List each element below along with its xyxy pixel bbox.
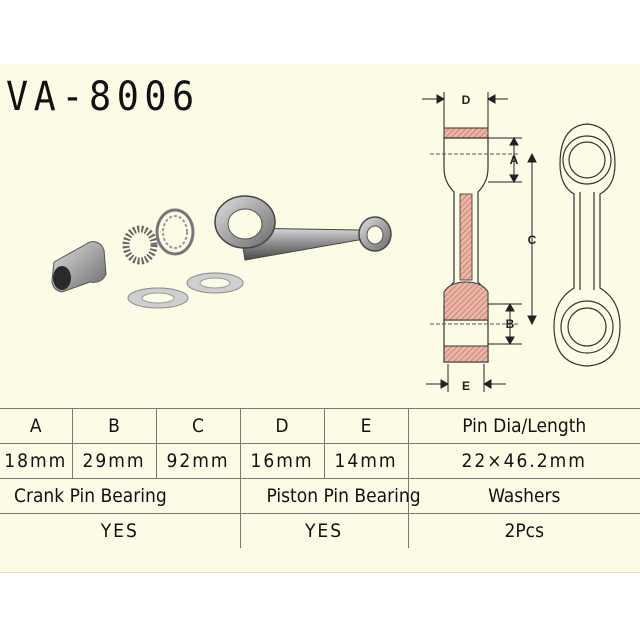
model-title: VA-8006: [6, 74, 200, 120]
cage-bearing: [155, 208, 195, 256]
value-pin: 22×46.2mm: [408, 443, 640, 479]
crank-pin: [51, 241, 107, 293]
label-e: E: [462, 379, 470, 393]
header-a: A: [0, 408, 73, 444]
header-piston-pin-bearing: Piston Pin Bearing: [240, 478, 421, 514]
value-piston-pin-bearing: YES: [240, 513, 409, 548]
dimension-e-arrows: [426, 364, 506, 392]
value-washers: 2Pcs: [504, 520, 544, 542]
dimension-header-row: A B C D E Pin Dia/Length: [0, 408, 640, 444]
bottom-divider: [0, 572, 640, 573]
rod-side-view: [430, 127, 520, 363]
rod-front-view: [553, 123, 621, 367]
dimension-b-arrows: [488, 302, 522, 346]
connecting-rod: [214, 195, 392, 261]
header-c: C: [156, 408, 241, 444]
header-d: D: [240, 408, 325, 444]
value-b: 29mm: [72, 443, 157, 479]
value-e: 14mm: [324, 443, 409, 479]
dimension-value-row: 18mm 29mm 92mm 16mm 14mm 22×46.2mm: [0, 443, 640, 479]
label-c: C: [528, 233, 537, 247]
value-crank-pin-bearing: YES: [0, 513, 241, 548]
needle-bearing: [122, 225, 158, 265]
washer-right: [186, 272, 244, 294]
value-d: 16mm: [240, 443, 325, 479]
label-d: D: [462, 93, 471, 107]
parts-value-row: YES YES 2Pcs: [0, 513, 640, 548]
dimension-diagram: D A B C: [422, 92, 621, 393]
dimension-d-arrows: [422, 92, 508, 132]
label-b: B: [506, 317, 515, 331]
header-pin: Pin Dia/Length: [408, 408, 640, 444]
dimension-a-arrows: [488, 136, 522, 184]
header-e: E: [324, 408, 409, 444]
value-c: 92mm: [156, 443, 241, 479]
header-washers: Washers: [408, 478, 640, 514]
product-photo: [51, 195, 392, 309]
dimension-c-arrows: [527, 152, 537, 326]
value-a: 18mm: [0, 443, 73, 479]
parts-header-row: Crank Pin Bearing Piston Pin Bearing Was…: [0, 478, 640, 514]
spec-table: A B C D E Pin Dia/Length 18mm 29mm 92mm …: [0, 408, 640, 548]
label-a: A: [510, 153, 519, 167]
header-b: B: [72, 408, 157, 444]
washer-left: [127, 287, 189, 309]
header-crank-pin-bearing: Crank Pin Bearing: [0, 478, 241, 514]
